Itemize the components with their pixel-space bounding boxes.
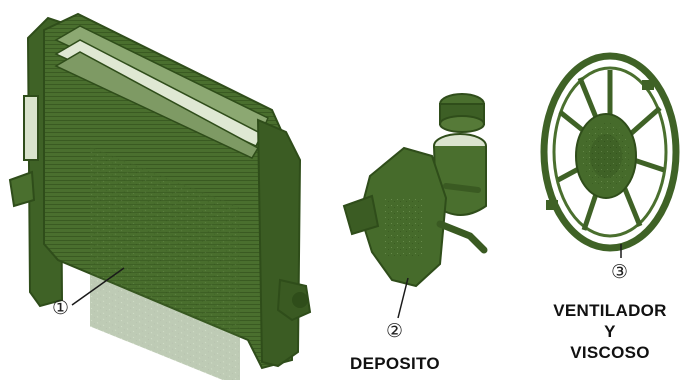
fan-illustration [544, 56, 676, 248]
radiator-illustration [10, 14, 310, 380]
label-reservoir: DEPOSITO [330, 353, 460, 374]
callout-fan: ③ [611, 263, 628, 282]
label-fan-line-3: VISCOSO [535, 342, 685, 363]
label-fan-line-1: VENTILADOR [535, 300, 685, 321]
reservoir-illustration [344, 94, 486, 286]
label-fan-line-2: Y [535, 321, 685, 342]
leader-line-2 [398, 278, 408, 318]
callout-reservoir: ② [386, 322, 403, 341]
label-fan: VENTILADOR Y VISCOSO [535, 300, 685, 363]
callout-radiator: ① [52, 299, 69, 318]
